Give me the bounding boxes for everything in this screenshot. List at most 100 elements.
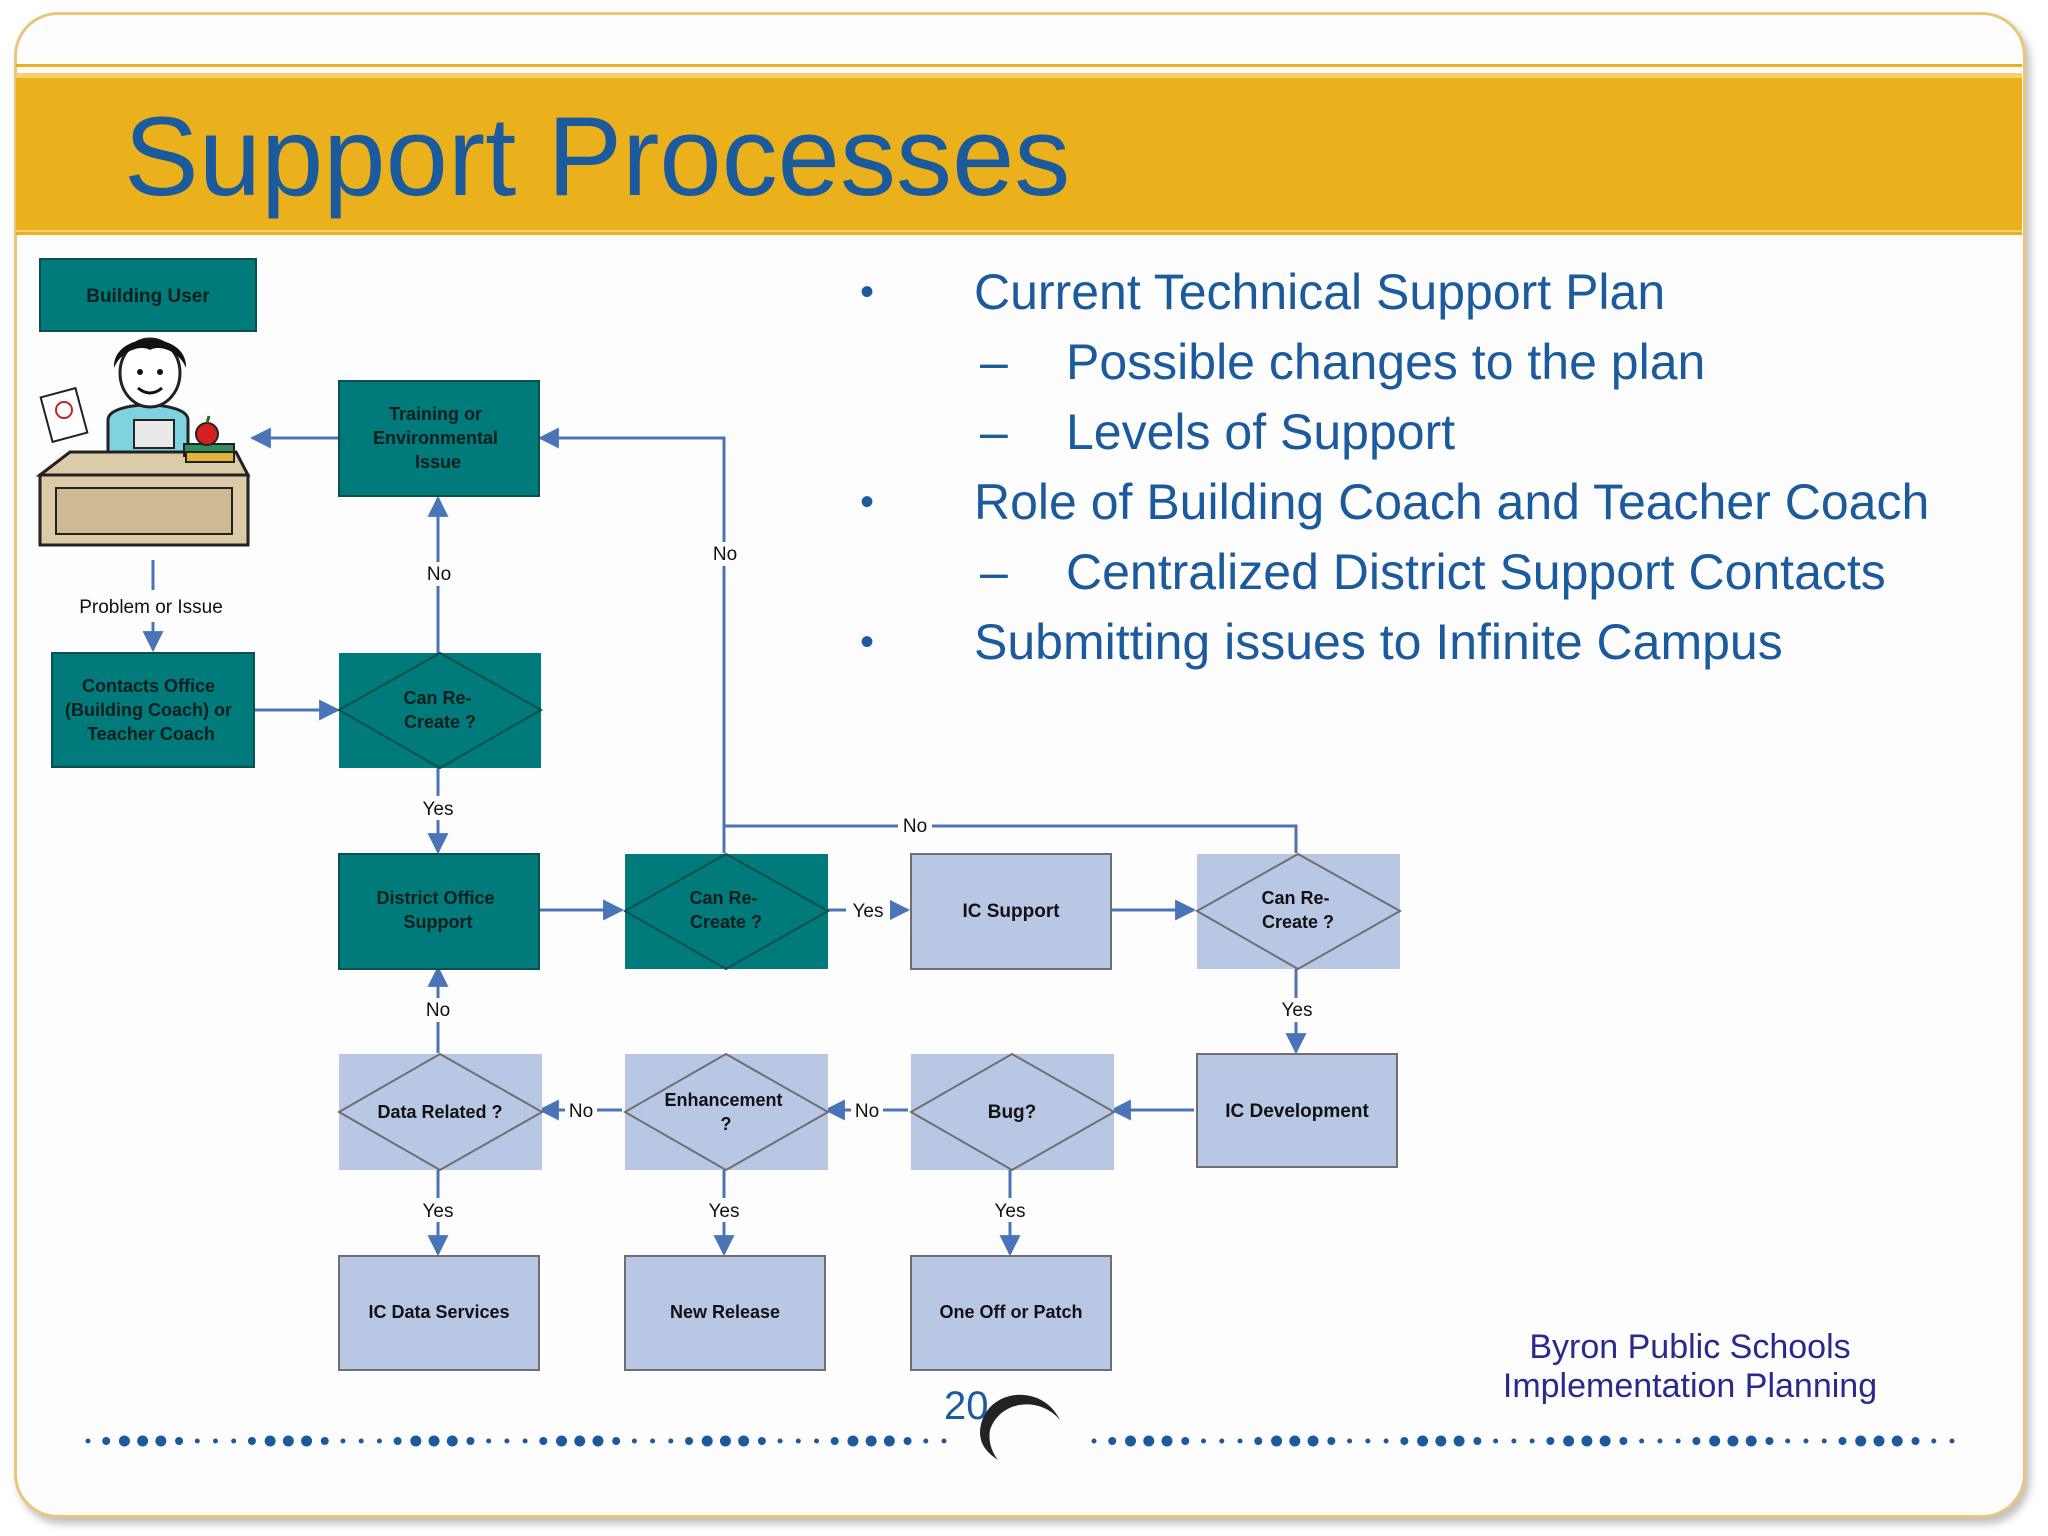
one-off-patch-box [910,1255,1112,1371]
ic-support-label: IC Support [962,901,1060,922]
bullet-item: – Centralized District Support Contacts [980,542,1886,602]
edge-label-no: No [903,816,927,837]
footer-dot [1511,1438,1517,1444]
enhancement-box [625,1054,828,1170]
footer-dot [1091,1438,1097,1444]
title-band-rule-top [16,64,2022,67]
building-user-box [39,258,257,332]
edge-label-yes: Yes [853,901,884,922]
footer-dot [137,1435,149,1447]
title-band-rule-bottom [16,232,2022,235]
ic-development-label: IC Development [1225,1101,1369,1122]
contacts-office-box [51,652,255,768]
can-recreate-1-box [339,653,541,768]
footer-dot [1347,1438,1353,1444]
edge-label-no: No [426,1000,450,1021]
footer-dot [650,1438,656,1444]
one-off-patch-label: One Off or Patch [939,1302,1082,1322]
data-related-box [339,1054,542,1170]
can-recreate-1-label: Can Re- Create ? [403,688,476,732]
footer-dot [1400,1437,1409,1445]
district-support-box [338,853,540,970]
footer-line-1: Byron Public Schools [1529,1328,1851,1366]
footer-dotted-line-right [1091,1435,1955,1447]
edge-label-no: No [713,544,737,565]
footer-dot [757,1437,766,1445]
footer-dot [865,1435,877,1447]
footer-dot [1911,1437,1920,1445]
can-recreate-3-box [1197,854,1400,969]
footer-dot [847,1435,859,1447]
footer-dot [1307,1435,1319,1447]
footer-dot [1161,1435,1173,1447]
footer-dot [1417,1435,1429,1447]
title-band [16,73,2022,235]
footer-dot [1237,1438,1243,1444]
footer-dot [1765,1437,1774,1445]
footer-dot [1563,1435,1575,1447]
footer-dot [941,1438,947,1444]
footer-dot [194,1438,200,1444]
footer-dot [883,1435,895,1447]
bullet-text: Levels of Support [1066,404,1456,460]
footer-dot [1709,1435,1721,1447]
footer-dot [539,1437,548,1445]
footer-dot [301,1435,313,1447]
footer-dot [685,1437,694,1445]
enhancement-diamond [622,1052,831,1172]
bullet-mark: • [860,480,875,524]
page-number: 20 [944,1384,989,1428]
ic-data-services-box [338,1255,540,1371]
footer-dot [1143,1435,1155,1447]
footer-dot [574,1435,586,1447]
bullet-text: Current Technical Support Plan [974,264,1666,320]
footer-dot [1855,1435,1867,1447]
bug-diamond [908,1052,1117,1172]
enhancement-label: Enhancement ? [664,1090,787,1134]
connector [537,427,726,853]
bullet-mark: – [980,544,1008,600]
bullet-mark: – [980,334,1008,390]
new-release-label: New Release [670,1302,780,1322]
bullet-mark: • [860,620,875,664]
footer-dotted-line-left [85,1435,947,1447]
footer-dot [1108,1437,1117,1445]
bullet-item: – Levels of Support [980,402,1455,462]
footer-dot [1657,1438,1663,1444]
footer-dot [1821,1438,1827,1444]
footer-dot [118,1435,130,1447]
footer-dot [1453,1435,1465,1447]
footer-dot [903,1437,912,1445]
page-title: Support Processes [124,94,1071,219]
footer-dot [231,1438,237,1444]
footer-dot [85,1438,91,1444]
footer-dot [212,1438,218,1444]
footer-dot [446,1435,458,1447]
bullet-text: Centralized District Support Contacts [1066,544,1886,600]
footer-dot [282,1435,294,1447]
footer-dot [504,1438,510,1444]
footer-dot [1675,1438,1681,1444]
footer-dot [719,1435,731,1447]
footer-dot [320,1437,329,1445]
footer-dot [1599,1435,1611,1447]
bullet-text: Possible changes to the plan [1066,334,1706,390]
footer-dot [1745,1435,1757,1447]
footer-dot [1219,1438,1225,1444]
bullet-text: Submitting issues to Infinite Campus [974,614,1783,670]
data-related-diamond [336,1052,545,1172]
bullet-text: Role of Building Coach and Teacher Coach [974,474,1930,530]
bullet-item: • Role of Building Coach and Teacher Coa… [860,472,1930,532]
training-issue-label: Training or Environmental Issue [373,404,503,472]
footer-dot [1327,1437,1336,1445]
contacts-office-label: Contacts Office (Building Coach) or Teac… [65,676,237,744]
footer-dot [247,1437,256,1445]
footer-dot [1619,1437,1628,1445]
bullet-mark: • [860,270,875,314]
teacher-desk-illustration [35,337,251,547]
footer-dot [814,1438,820,1444]
footer-dot [1289,1435,1301,1447]
footer-dot [556,1435,568,1447]
edge-label-yes: Yes [423,799,454,820]
footer-dot [1365,1438,1371,1444]
